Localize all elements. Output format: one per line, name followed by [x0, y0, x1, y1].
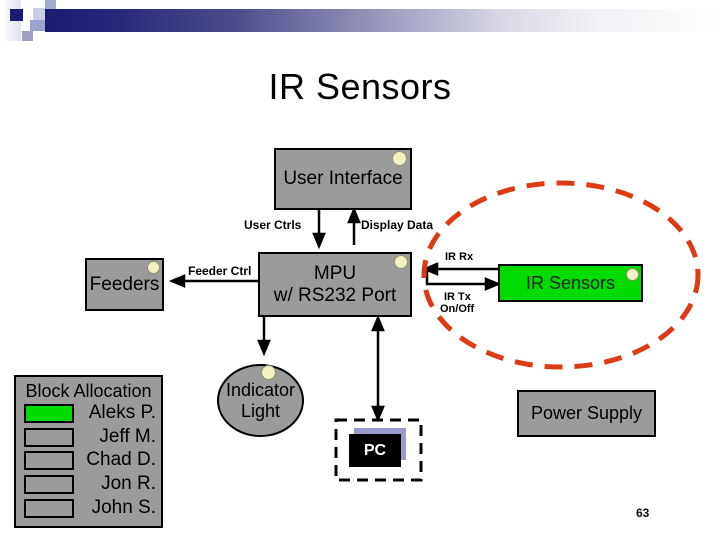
- node-pc-label: PC: [363, 441, 387, 459]
- node-feeders: Feeders: [85, 258, 164, 311]
- node-mpu: MPU w/ RS232 Port: [258, 252, 412, 317]
- yellow-marker-icon: [392, 151, 407, 166]
- node-power-supply-label: Power Supply: [530, 403, 643, 424]
- node-mpu-label-line2: w/ RS232 Port: [273, 284, 397, 306]
- arrow-ir-rx: [421, 262, 498, 276]
- legend-row: John S.: [24, 497, 156, 518]
- yellow-marker-icon: [261, 365, 276, 380]
- node-ir-sensors-label: IR Sensors: [525, 272, 616, 293]
- node-indicator-light-label-line2: Light: [240, 400, 281, 421]
- node-mpu-label-line1: MPU: [313, 262, 357, 284]
- edge-label-ir-tx-onoff: On/Off: [440, 303, 475, 315]
- yellow-marker-icon: [394, 255, 408, 269]
- deco-square-light: [33, 8, 45, 20]
- deco-square-medium: [30, 20, 45, 31]
- legend-swatch: [24, 498, 74, 518]
- node-feeders-label: Feeders: [89, 273, 160, 295]
- arrow-user-ctrls: [312, 210, 326, 250]
- legend-name: Jon R.: [101, 473, 156, 494]
- edge-label-user-ctrls: User Ctrls: [244, 218, 302, 232]
- arrow-mpu-pc: [371, 314, 385, 423]
- deco-square-purple: [22, 31, 33, 41]
- legend-swatch: [24, 427, 74, 447]
- legend-name: John S.: [91, 497, 156, 518]
- edge-label-ir-rx: IR Rx: [445, 251, 474, 263]
- legend-swatch: [24, 474, 74, 494]
- page-number: 63: [636, 506, 650, 520]
- deco-square-top: [45, 0, 56, 9]
- slide-title: IR Sensors: [268, 66, 452, 107]
- block-allocation-legend: Block Allocation Aleks P. Jeff M. Chad D…: [14, 375, 163, 528]
- node-indicator-light-label-line1: Indicator: [225, 379, 296, 400]
- legend-name: Chad D.: [86, 449, 156, 470]
- legend-swatch: [24, 403, 74, 423]
- node-user-interface: User Interface: [274, 148, 412, 210]
- yellow-marker-icon: [626, 268, 639, 281]
- node-ir-sensors: IR Sensors: [498, 264, 643, 302]
- arrow-display-data: [347, 206, 361, 245]
- legend-name: Aleks P.: [88, 402, 156, 423]
- edge-label-display-data: Display Data: [361, 218, 434, 232]
- node-power-supply: Power Supply: [517, 390, 656, 437]
- deco-square-navy: [10, 9, 23, 21]
- legend-row: Chad D.: [24, 449, 156, 470]
- legend-row: Jon R.: [24, 473, 156, 494]
- edge-label-ir-tx: IR Tx: [444, 291, 471, 303]
- legend-name: Jeff M.: [99, 426, 156, 447]
- header-gradient-bar: [45, 9, 720, 32]
- legend-row: Jeff M.: [24, 426, 156, 447]
- arrow-mpu-indicator: [257, 317, 271, 357]
- yellow-marker-icon: [147, 261, 160, 274]
- node-indicator-light: Indicator Light: [217, 364, 304, 437]
- node-user-interface-label: User Interface: [283, 168, 403, 190]
- arrow-ir-tx: [425, 271, 502, 291]
- legend-title: Block Allocation: [25, 381, 152, 401]
- legend-swatch: [24, 450, 74, 470]
- legend-row: Aleks P.: [24, 402, 156, 423]
- node-pc: PC: [349, 434, 401, 467]
- edge-label-feeder-ctrl: Feeder Ctrl: [188, 264, 252, 278]
